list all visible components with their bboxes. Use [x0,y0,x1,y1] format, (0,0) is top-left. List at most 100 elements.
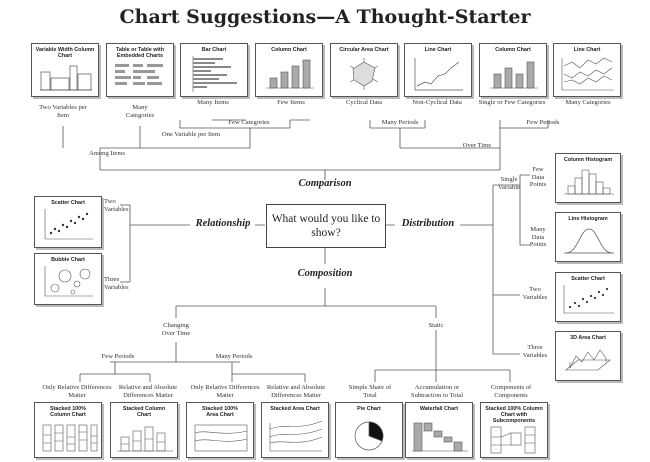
bar-chart-icon [192,56,237,92]
card-title: Scatter Chart [571,276,605,282]
category-composition: Composition [297,268,353,279]
card-title: Column Chart [495,47,531,53]
card-title: Stacked 100% Column Chart [50,406,86,419]
connector-over-time [369,120,549,149]
label-few-periods-composition: Few Periods [101,353,135,360]
card-scatter-chart-distribution: Scatter Chart [555,272,621,322]
label-many-periods-top: Many Periods [381,119,419,126]
line-histogram-icon [564,228,614,254]
label-many-categories-table: Many Categories [125,104,155,119]
card-waterfall-chart: Waterfall Chart [405,402,473,458]
card-title: Line Chart [573,47,601,53]
label-many-data-points: Many Data Points [529,226,547,249]
connector-composition [175,248,437,318]
card-title: Stacked 100% Column Chart with Subcompon… [485,406,543,425]
label-one-variable-per-item: One Variable per Item [161,131,221,138]
label-changing-over-time: Changing Over Time [161,322,191,337]
card-title: Bubble Chart [51,257,85,263]
card-title: Table or Table with Embedded Charts [115,47,165,60]
label-components-of-components: Components of Components [490,384,532,399]
card-title: 3D Area Chart [570,335,606,341]
card-circular-area-chart: Circular Area Chart [330,43,398,97]
page-title: Chart Suggestions—A Thought-Starter [119,6,531,28]
pie-chart-icon [354,421,384,451]
label-single-or-few-categories: Single or Few Categories [478,99,546,106]
label-three-variables-distribution: Three Variables [522,344,548,359]
card-title: Column Chart [271,47,307,53]
label-few-items: Few Items [277,99,305,106]
line-chart-icon [414,58,463,91]
connector-relationship [120,204,265,283]
label-simple-share: Simple Share of Total [348,384,392,399]
card-3d-area-chart: 3D Area Chart [555,331,621,381]
card-title: Scatter Chart [51,200,85,206]
card-pie-chart: Pie Chart [335,402,403,458]
connector-static [374,330,511,382]
card-bar-chart: Bar Chart [180,43,248,97]
label-few-categories-items: Few Categories [228,119,270,126]
stacked-100-area-icon [194,424,248,452]
column-histogram-icon [564,169,614,195]
card-line-chart-many-periods: Line Chart [553,43,621,97]
card-column-chart-few-items: Column Chart [255,43,323,97]
label-static: Static [428,322,444,329]
stacked-100-column-icon [42,424,98,452]
column-chart-icon [266,59,314,89]
label-over-time: Over Time [462,142,492,149]
variable-width-column-icon [40,65,92,91]
label-accumulation: Accumulation or Subtraction to Total [410,384,464,399]
card-bubble-chart: Bubble Chart [34,253,102,305]
label-only-relative-1: Only Relative Differences Matter [42,384,112,399]
waterfall-chart-icon [412,422,468,452]
label-two-variables-relationship: Two Variables [104,198,129,213]
card-stacked-100-area-chart: Stacked 100% Area Chart [186,402,254,458]
card-title: Stacked Area Chart [270,406,320,412]
label-cyclical-data: Cyclical Data [345,99,383,106]
card-stacked-100-column-chart: Stacked 100% Column Chart [34,402,102,458]
connector-few-many-periods [79,362,306,382]
table-embedded-icon [115,64,163,85]
card-title: Circular Area Chart [339,47,389,53]
category-relationship: Relationship [195,218,251,229]
card-title: Waterfall Chart [419,406,459,412]
stacked-area-icon [269,420,323,452]
label-only-relative-2: Only Relative Differences Matter [190,384,260,399]
connector-changing [110,342,240,363]
card-stacked-100-column-subcomponents: Stacked 100% Column Chart with Subcompon… [480,402,548,458]
category-distribution: Distribution [401,218,455,229]
card-title: Variable Width Column Chart [35,47,95,60]
bubble-chart-icon [44,266,93,297]
3d-area-icon [565,349,611,371]
connector-one-var-per-item [179,119,310,129]
circular-area-icon [349,58,379,90]
label-relative-absolute-1: Relative and Absolute Differences Matter [118,384,178,399]
card-stacked-column-chart: Stacked Column Chart [110,402,178,458]
stacked-100-subcomponents-icon [490,426,536,454]
label-non-cyclical-data: Non-Cyclical Data [412,99,462,106]
column-chart-periods-icon [490,61,538,89]
label-among-items: Among Items [88,150,126,157]
label-three-variables-relationship: Three Variables [104,276,129,291]
scatter-distribution-icon [563,285,614,314]
card-column-chart-few-periods: Column Chart [479,43,547,97]
card-title: Stacked 100% Area Chart [202,406,238,419]
label-relative-absolute-2: Relative and Absolute Differences Matter [266,384,326,399]
card-title: Line Chart [424,47,452,53]
center-question-box: What would you like to show? [266,204,386,248]
label-single-variable: Single Variable [498,176,520,191]
card-line-chart-cyclical: Line Chart [404,43,472,97]
label-two-variables-per-item: Two Variables per Item [39,104,87,119]
card-line-histogram: Line Histogram [555,212,621,262]
card-title: Bar Chart [201,47,227,53]
category-comparison: Comparison [298,178,352,189]
card-variable-width-column-chart: Variable Width Column Chart [31,43,99,97]
label-many-categories-lines: Many Categories [565,99,611,106]
stacked-column-icon [117,426,173,452]
label-two-variables-distribution: Two Variables [522,286,548,301]
connector-distribution [384,174,530,355]
card-column-histogram: Column Histogram [555,153,621,203]
label-few-data-points: Few Data Points [529,166,547,189]
card-stacked-area-chart: Stacked Area Chart [261,402,329,458]
